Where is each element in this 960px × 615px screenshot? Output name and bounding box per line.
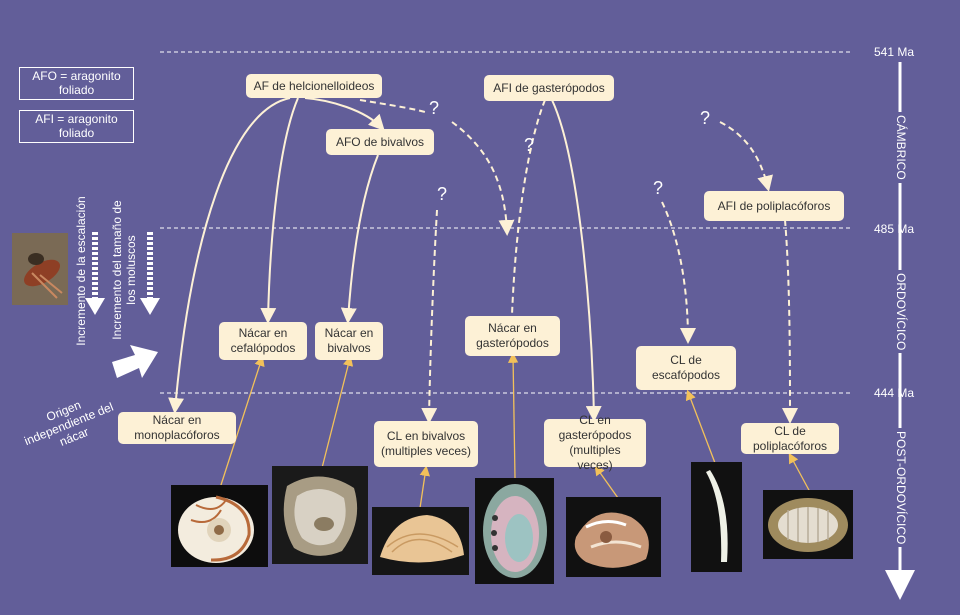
link-oyster [321, 355, 354, 469]
era-485-label: 485 Ma [874, 222, 915, 236]
escalation-arrow-head [85, 298, 105, 315]
legend-afo: AFO = aragonito foliado [19, 67, 134, 100]
era-444-label: 444 Ma [874, 386, 915, 400]
box-cl-poliplacoforos: CL de poliplacóforos [741, 423, 839, 454]
dashed-afipoli-clpoli [781, 219, 798, 424]
dashed-q-afipoli [719, 121, 773, 192]
abalone-photo [475, 478, 554, 584]
box-cl-bivalvos: CL en bivalvos (multiples veces) [374, 421, 478, 467]
arrow-helc-cefal [260, 97, 299, 324]
arrow-helc-afo [304, 97, 385, 131]
dashed-afigast-nacgast [511, 99, 546, 316]
link-conch [594, 464, 619, 499]
dashed-helc-q [359, 99, 426, 113]
arrow-helc-monoplac [168, 97, 291, 414]
size-arrow-head [140, 298, 160, 315]
bird-fossil-photo [12, 233, 68, 305]
link-nautilus [219, 355, 265, 489]
box-afi-gasteropodos: AFI de gasterópodos [484, 75, 614, 101]
box-cl-gasteropodos: CL en gasterópodos (multiples veces) [544, 413, 646, 472]
box-nacar-bivalvos: Nácar en bivalvos [315, 322, 383, 360]
question-mark-4: ? [653, 178, 664, 198]
solid-afigast-clgast [551, 99, 602, 422]
question-mark-3: ? [437, 184, 448, 204]
label-escalacion: Incremento de la escalación [74, 196, 88, 346]
link-abalone [507, 352, 519, 479]
era-ordovicico-label: ORDOVÍCICO [894, 270, 908, 354]
link-clam [419, 465, 430, 509]
box-nacar-gasteropodos: Nácar en gasterópodos [465, 316, 560, 356]
question-mark-1: ? [429, 98, 440, 118]
dashed-q-clgast [451, 121, 515, 236]
dashed-q-clesc [661, 201, 696, 344]
conch-photo [566, 497, 661, 577]
box-nacar-monoplacoforos: Nácar en monoplacóforos [118, 412, 236, 444]
link-tusk [685, 389, 716, 464]
origin-arrow [112, 345, 158, 378]
label-tamano: Incremento del tamaño de los moluscos [110, 200, 138, 340]
legend-afi: AFI = aragonito foliado [19, 110, 134, 143]
box-afo-bivalvos: AFO de bivalvos [326, 129, 434, 155]
nautilus-photo [171, 485, 268, 567]
era-post-ordovicico-label: POST-ORDOVÍCICO [894, 428, 908, 548]
oyster-photo [272, 466, 368, 564]
era-cambrico-label: CÁMBRICO [894, 112, 908, 183]
box-afi-poliplacoforos: AFI de poliplacóforos [704, 191, 844, 221]
question-mark-5: ? [700, 108, 711, 128]
dashed-q-clbiv [421, 209, 438, 424]
arrow-afo-nacbiv [340, 154, 379, 324]
question-mark-2: ? [524, 135, 535, 155]
box-cl-escafopodos: CL de escafópodos [636, 346, 736, 390]
chiton-photo [763, 490, 853, 559]
box-nacar-cefalopodos: Nácar en cefalópodos [219, 322, 307, 360]
clam-photo [372, 507, 469, 575]
tusk-shell-photo [691, 462, 742, 572]
era-541-label: 541 Ma [874, 45, 915, 59]
box-helcionelloideos: AF de helcionelloideos [246, 74, 382, 98]
link-chiton [788, 452, 811, 493]
